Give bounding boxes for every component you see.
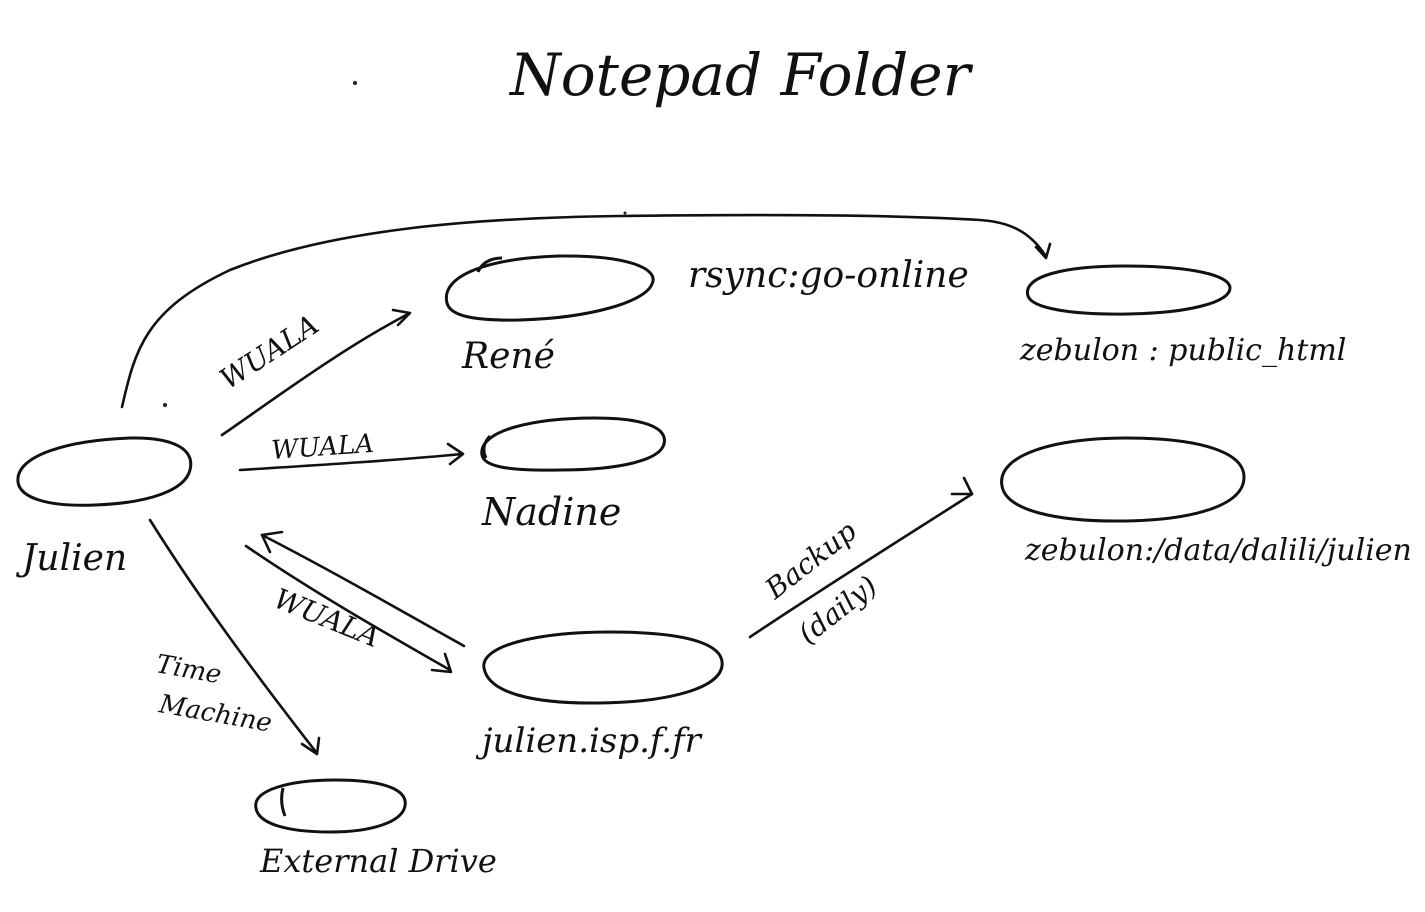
node-julien-isp-shape: [482, 630, 724, 705]
node-rene-shape: [444, 254, 655, 322]
edge-wuala-isp-arrowhead-from: [260, 530, 284, 554]
edge-backup-line: [748, 492, 974, 639]
edge-wuala-rene-label: WUALA: [214, 308, 325, 396]
edge-wuala-rene: WUALA: [214, 308, 412, 437]
node-julien-isp-label: julien.isp.f.fr: [475, 721, 703, 761]
edge-time-machine-arrowhead: [300, 736, 321, 756]
node-rene-label: René: [461, 336, 555, 377]
node-julien: Julien: [15, 436, 193, 579]
edge-rsync: rsync:go-online: [120, 213, 1052, 409]
node-nadine: Nadine: [480, 416, 666, 534]
node-nadine-shape: [480, 416, 666, 472]
edge-rsync-line: [120, 213, 1047, 409]
node-zebulon-data-shape: [1000, 436, 1246, 523]
node-zebulon-public: zebulon : public_html: [1019, 264, 1346, 368]
speck: [353, 81, 357, 85]
node-zebulon-data: zebulon:/data/dalili/julien: [1000, 436, 1412, 568]
edge-wuala-nadine-line: [238, 452, 464, 472]
edge-time-machine: Time Machine: [148, 518, 321, 756]
edge-wuala-rene-line: [220, 312, 410, 437]
edge-rsync-label: rsync:go-online: [688, 255, 969, 296]
node-nadine-label: Nadine: [481, 490, 621, 534]
edge-wuala-rene-arrowhead: [391, 308, 412, 327]
edge-wuala-isp-line-from: [260, 533, 466, 648]
node-external-drive-shape: [254, 778, 407, 834]
node-external-drive: External Drive: [254, 778, 497, 880]
edge-rsync-arrowhead: [1034, 242, 1052, 260]
edge-wuala-nadine-arrowhead: [446, 442, 465, 466]
edge-time-machine-line: [148, 518, 318, 754]
node-zebulon-public-shape: [1026, 264, 1232, 316]
speck: [163, 403, 167, 407]
speck: [623, 211, 627, 215]
edge-wuala-isp: WUALA: [244, 530, 466, 674]
node-rene: René: [444, 254, 655, 377]
edge-wuala-nadine: WUALA: [238, 429, 465, 472]
node-julien-isp: julien.isp.f.fr: [475, 630, 724, 761]
edge-time-machine-label-line2: Machine: [156, 689, 274, 738]
node-julien-shape: [16, 436, 193, 507]
edge-wuala-isp-arrowhead-to: [430, 652, 453, 674]
edge-wuala-isp-line-to: [244, 544, 452, 672]
node-julien-label: Julien: [15, 538, 127, 579]
edge-backup-arrowhead: [950, 476, 974, 496]
node-zebulon-data-label: zebulon:/data/dalili/julien: [1024, 533, 1412, 568]
node-zebulon-public-label: zebulon : public_html: [1019, 333, 1346, 368]
node-external-drive-label: External Drive: [259, 842, 497, 880]
edge-wuala-nadine-label: WUALA: [270, 429, 374, 466]
edge-time-machine-label-line1: Time: [154, 649, 224, 690]
edge-backup: Backup (daily): [748, 476, 974, 651]
diagram-title: Notepad Folder: [508, 41, 974, 109]
